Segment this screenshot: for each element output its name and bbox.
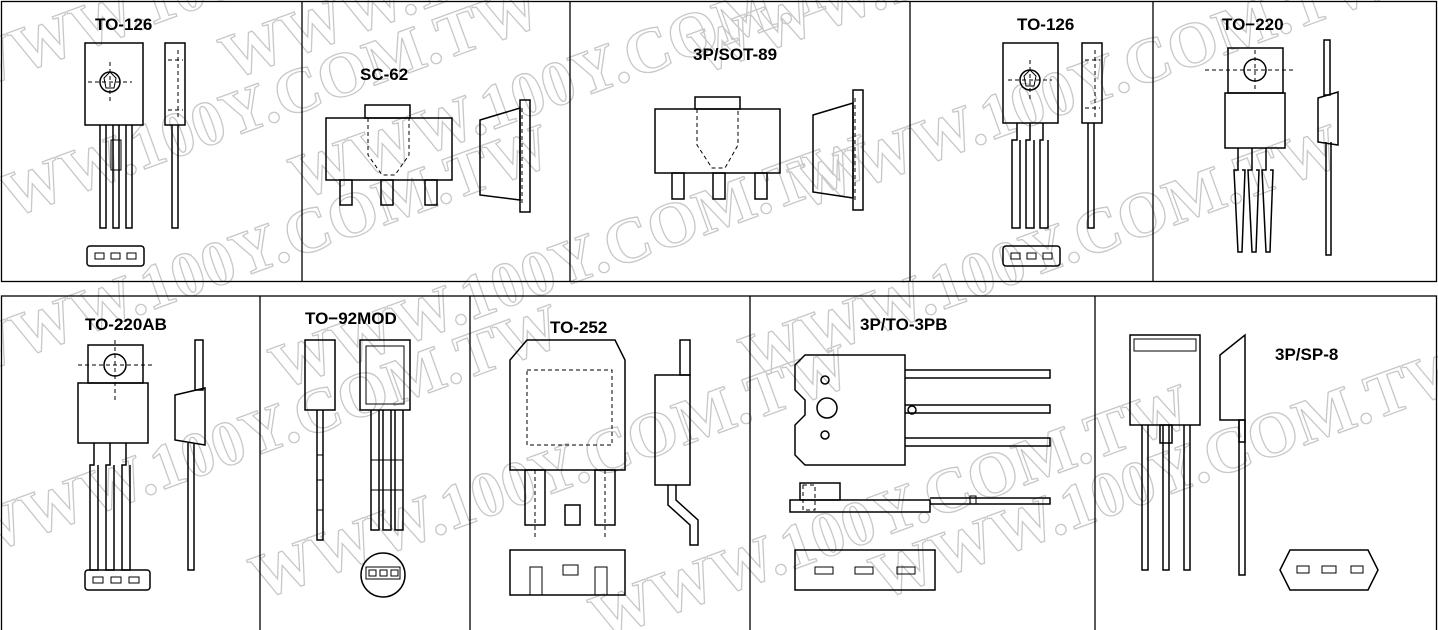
to-126-b-drawing bbox=[1002, 42, 1103, 267]
package-label-to-126-a: TO-126 bbox=[95, 15, 152, 34]
package-label-3p-sot-89: 3P/SOT-89 bbox=[693, 45, 777, 64]
package-label-to-92mod: TO−92MOD bbox=[305, 309, 397, 328]
3p-to-3pb-drawing bbox=[789, 354, 1051, 591]
3p-sp-8-drawing bbox=[1129, 333, 1379, 591]
3p-sot-89-drawing bbox=[654, 89, 864, 211]
package-label-3p-to-3pb: 3P/TO-3PB bbox=[860, 315, 948, 334]
package-label-to-220ab: TO-220AB bbox=[85, 315, 167, 334]
sc-62-drawing bbox=[325, 99, 531, 213]
package-label-3p-sp-8: 3P/SP-8 bbox=[1275, 345, 1338, 364]
package-label-to-252: TO-252 bbox=[550, 318, 607, 337]
row-2-frame bbox=[0, 295, 1438, 630]
to-220ab-drawing bbox=[77, 339, 206, 591]
row-1-frame bbox=[0, 0, 1438, 283]
to-252-drawing bbox=[509, 339, 699, 596]
package-label-to-220: TO−220 bbox=[1222, 15, 1284, 34]
package-label-to-126-b: TO-126 bbox=[1017, 15, 1074, 34]
to-126-a-drawing bbox=[84, 42, 186, 267]
to-92mod-drawing bbox=[304, 339, 411, 598]
to-220-drawing bbox=[1205, 39, 1339, 256]
package-label-sc-62: SC-62 bbox=[360, 65, 408, 84]
